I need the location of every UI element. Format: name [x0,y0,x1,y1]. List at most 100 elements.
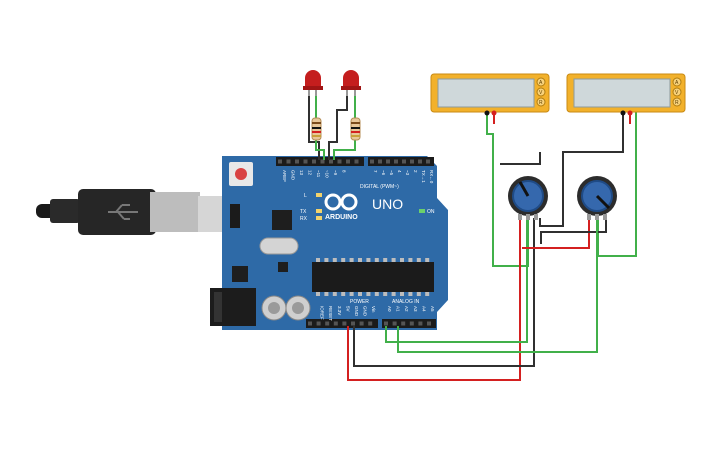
header-pin-hole[interactable] [351,321,355,326]
microcontroller-chip [312,262,434,292]
mode-button-r[interactable] [536,97,546,107]
header-pin-hole[interactable] [295,159,299,164]
header-pin-hole[interactable] [320,159,325,164]
digital-pin-label: ~9 [333,170,338,176]
power-header [306,319,378,328]
knob-indicator [518,181,530,197]
header-pin-hole[interactable] [308,321,312,326]
chip-pin [324,258,329,262]
wire-green [333,138,356,160]
multimeter-2[interactable]: A V R [566,73,686,116]
header-pin-hole[interactable] [392,321,397,326]
header-pin-hole[interactable] [359,321,364,326]
mode-button-a[interactable] [672,77,682,87]
chip-pin [391,258,396,262]
header-pin-hole[interactable] [316,321,321,326]
header-pin-hole[interactable] [312,159,316,164]
header-pin-hole[interactable] [384,321,388,326]
chip-pin [400,258,404,262]
resistor-1[interactable] [311,117,322,141]
header-pin-hole[interactable] [368,321,373,326]
header-pin-hole[interactable] [342,321,347,326]
resistor-2[interactable] [350,117,361,141]
chip-pin [332,292,337,296]
header-pin-hole[interactable] [333,321,338,326]
header-pin-hole[interactable] [370,159,374,164]
analog-in-label: ANALOG IN [392,299,420,305]
header-pin-hole[interactable] [337,159,342,164]
wire-green [315,138,325,160]
multimeter-1[interactable]: A V R [430,73,550,116]
header-pin-hole[interactable] [409,321,414,326]
header-pin-hole[interactable] [427,321,431,326]
header-pin-hole[interactable] [354,159,359,164]
mode-button-a[interactable] [536,77,546,87]
digital-pin-label: ~11 [316,170,321,178]
led-1[interactable] [303,70,323,96]
analog-pin-label: A3 [413,306,418,312]
digital-label: DIGITAL (PWM~) [360,184,399,190]
header-pin-hole[interactable] [401,321,406,326]
wire-black [540,218,607,244]
header-pin-hole[interactable] [402,159,406,164]
arduino-infinity-logo-icon [324,193,358,211]
header-pin-hole[interactable] [378,159,382,164]
chip-pin [366,258,371,262]
digital-pin-label: AREF [282,170,287,182]
chip-pin [341,292,346,296]
analog-pin-label: A1 [396,306,401,312]
knob-indicator [595,194,611,210]
led-2[interactable] [341,70,361,96]
header-pin-hole[interactable] [303,159,308,164]
digital-pin-label: 13 [299,170,304,176]
chip-pin [341,258,346,262]
mode-label-r: R [675,100,679,106]
header-pin-hole[interactable] [418,321,423,326]
chip-pin [349,258,354,262]
chip-pin [400,292,404,296]
header-pin-hole[interactable] [329,159,333,164]
wire-black [353,218,535,367]
header-pin-hole[interactable] [426,159,430,164]
crystal-oscillator [259,237,299,255]
mode-label-a: A [539,80,543,86]
analog-pin-label: A4 [421,306,426,312]
mode-label-r: R [539,100,543,106]
chip-pin [383,292,388,296]
header-pin-hole[interactable] [278,159,282,164]
chip-pin [332,258,337,262]
header-pin-hole[interactable] [394,159,398,164]
usb-cable [36,189,234,235]
header-pin-hole[interactable] [286,159,291,164]
digital-pin-label: ~6 [381,170,386,176]
mode-button-v[interactable] [536,87,546,97]
chip-pin [425,292,430,296]
potentiometer-1[interactable] [508,176,548,220]
power-label: POWER [350,299,369,305]
rx-label: RX [300,216,308,222]
power-pin-label: IOREF [320,306,325,320]
multimeter-display [573,78,671,108]
header-pin-hole[interactable] [410,159,414,164]
digital-pin-label: 8 [342,170,347,173]
header-pin-hole[interactable] [418,159,422,164]
chip-pin [358,292,362,296]
digital-pin-label: 12 [308,170,313,176]
header-pin-hole[interactable] [325,321,330,326]
wires [308,94,637,381]
header-pin-hole[interactable] [386,159,390,164]
potentiometer-2[interactable] [577,176,617,220]
mode-label-v: V [539,90,543,96]
chip-pin [408,258,413,262]
power-pin-label: Vin [371,306,376,313]
board-model-label: UNO [372,196,403,212]
mode-button-r[interactable] [672,97,682,107]
digital-pin-label: RX←0 [429,170,434,184]
usb-symbol-icon [108,204,138,220]
mode-button-v[interactable] [672,87,682,97]
arduino-logo-text: ARDUINO [325,214,358,221]
header-pin-hole[interactable] [346,159,350,164]
wire-green [397,218,598,353]
